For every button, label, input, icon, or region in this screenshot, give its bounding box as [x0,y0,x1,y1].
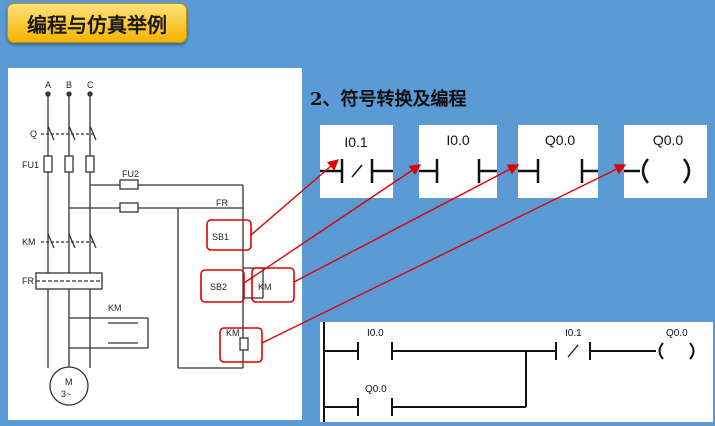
label-km-main: KM [22,237,36,247]
symbol-address-1: I0.1 [344,134,368,150]
symbol-box-1: I0.1 [320,125,393,198]
label-sb1: SB1 [212,232,229,242]
ladder-label-i01: I0.1 [565,328,582,339]
label-km-coil: KM [226,328,240,338]
phase-label-a: A [45,80,51,90]
ladder-diagram: I0.0 I0.1 Q0.0 Q0.0 [323,322,695,422]
label-sb2: SB2 [210,282,227,292]
ladder-label-coil: Q0.0 [666,328,688,339]
symbol-address-3: Q0.0 [545,132,576,148]
symbol-box-3: Q0.0 [518,125,598,198]
label-fu2: FU2 [122,169,139,179]
label-fr: FR [22,276,34,286]
symbol-box-2: I0.0 [419,125,497,198]
symbol-box-4: Q0.0 [624,125,707,198]
label-km-nc: KM [258,282,272,292]
highlight-km-coil [219,327,263,363]
circuit-diagram: A B C Q FU1 FU2 KM FR KM FR SB1 SB2 KM K… [22,80,295,406]
ladder-label-i00: I0.0 [367,328,384,339]
highlight-sb2 [200,269,245,303]
circuit-panel: A B C Q FU1 FU2 KM FR KM FR SB1 SB2 KM K… [8,68,302,420]
section-heading: 2、符号转换及编程 [310,89,467,110]
slide-title-badge: 编程与仿真举例 [7,3,187,43]
label-km-aux: KM [108,303,122,313]
label-fu1: FU1 [22,160,39,170]
ladder-panel: I0.0 I0.1 Q0.0 Q0.0 [320,322,713,422]
slide-title: 编程与仿真举例 [27,12,167,37]
motor-label-m: M [65,377,73,387]
motor-label-phase: 3~ [61,389,71,399]
ladder-label-q00: Q0.0 [365,384,387,395]
symbol-address-4: Q0.0 [653,132,684,148]
label-fr-nc: FR [216,198,228,208]
phase-label-b: B [66,80,72,90]
label-q: Q [30,129,37,139]
symbol-address-2: I0.0 [446,132,470,148]
phase-label-c: C [87,80,94,90]
